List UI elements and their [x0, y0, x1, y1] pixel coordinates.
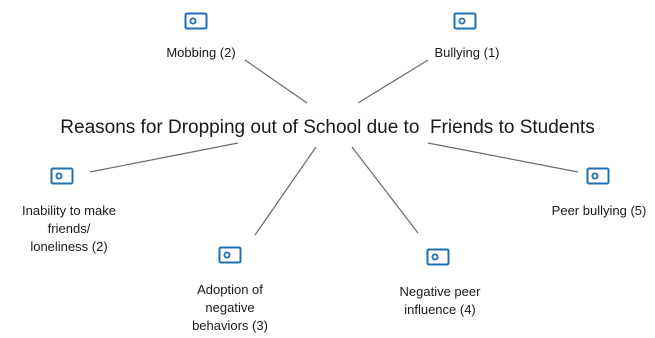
central-node-title: Reasons for Dropping out of School due t…	[60, 117, 595, 138]
connector-bullying	[357, 59, 429, 104]
code-icon	[218, 246, 242, 264]
node-label-adoption: Adoption of negative behaviors (3)	[192, 282, 268, 333]
connector-peer-bullying	[427, 142, 579, 173]
connector-mobbing	[244, 59, 308, 104]
code-icon	[426, 248, 450, 266]
connector-negative-peer	[351, 146, 419, 234]
code-icon	[184, 12, 208, 30]
node-label-inability: Inability to make friends/ loneliness (2…	[22, 203, 116, 254]
node-label-peer-bullying: Peer bullying (5)	[551, 203, 647, 218]
node-label-negative-peer: Negative peer influence (4)	[399, 284, 481, 317]
node-label-mobbing: Mobbing (2)	[166, 45, 236, 60]
code-icon	[586, 167, 610, 185]
node-label-bullying: Bullying (1)	[434, 45, 500, 60]
connector-inability	[89, 142, 239, 173]
code-icon	[453, 12, 477, 30]
connector-adoption	[254, 146, 317, 236]
code-icon	[50, 167, 74, 185]
